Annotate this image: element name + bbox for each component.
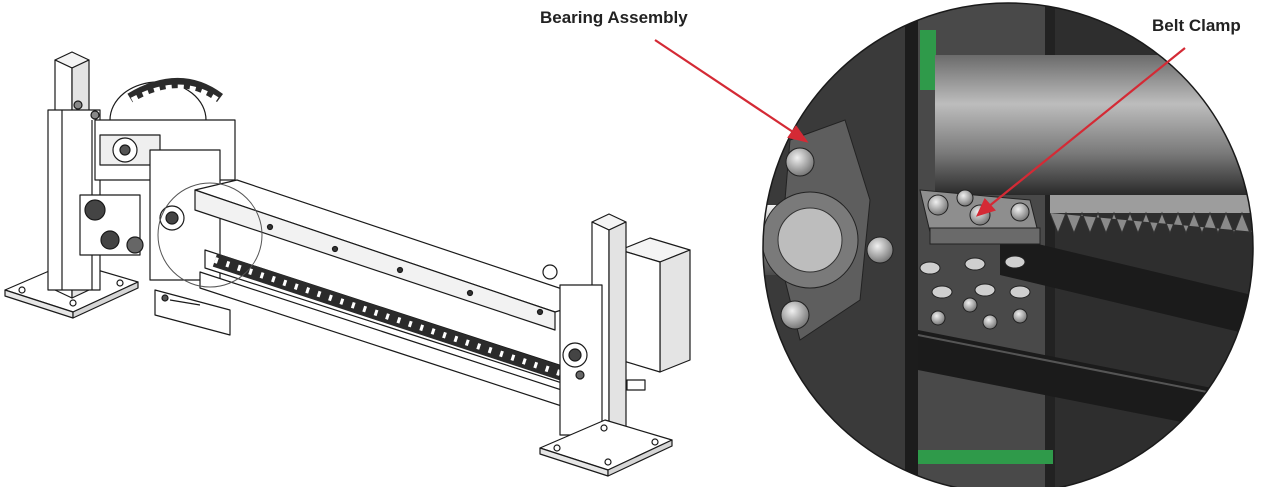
machine-overview-drawing: [4, 51, 691, 477]
left-post: [47, 51, 101, 299]
green-strip-top: [920, 30, 936, 90]
right-base-plate: [539, 419, 673, 477]
detail-circle-border: [762, 2, 1254, 487]
bearing-leader-line: [654, 39, 797, 135]
rack-teeth: [1049, 195, 1253, 235]
upper-roller: [935, 55, 1253, 195]
belt-rail-lower: [918, 330, 1253, 440]
belt-clamp-leader-line: [987, 47, 1186, 208]
bearing-housing: [763, 119, 894, 341]
belt-rail-upper: [1000, 235, 1253, 340]
belt-clamp-leader-arrow: [975, 198, 996, 217]
detail-view: [763, 3, 1253, 487]
bearing-leader-arrow: [787, 125, 809, 143]
green-strip-bottom: [918, 450, 1053, 464]
right-post: [559, 213, 627, 454]
carriage-plate: [154, 289, 231, 336]
belt-clamp: [919, 189, 1041, 245]
motor-enclosure: [542, 237, 691, 391]
fastener-cluster: [919, 255, 1031, 330]
bearing-assembly-label: Bearing Assembly: [540, 8, 688, 27]
leader-lines: [654, 39, 1186, 217]
detail-callout-circle: [157, 182, 263, 288]
drive-wheel-assembly: [79, 78, 236, 281]
linear-rail-beam: [194, 179, 596, 413]
belt-clamp-label: Belt Clamp: [1152, 16, 1241, 35]
